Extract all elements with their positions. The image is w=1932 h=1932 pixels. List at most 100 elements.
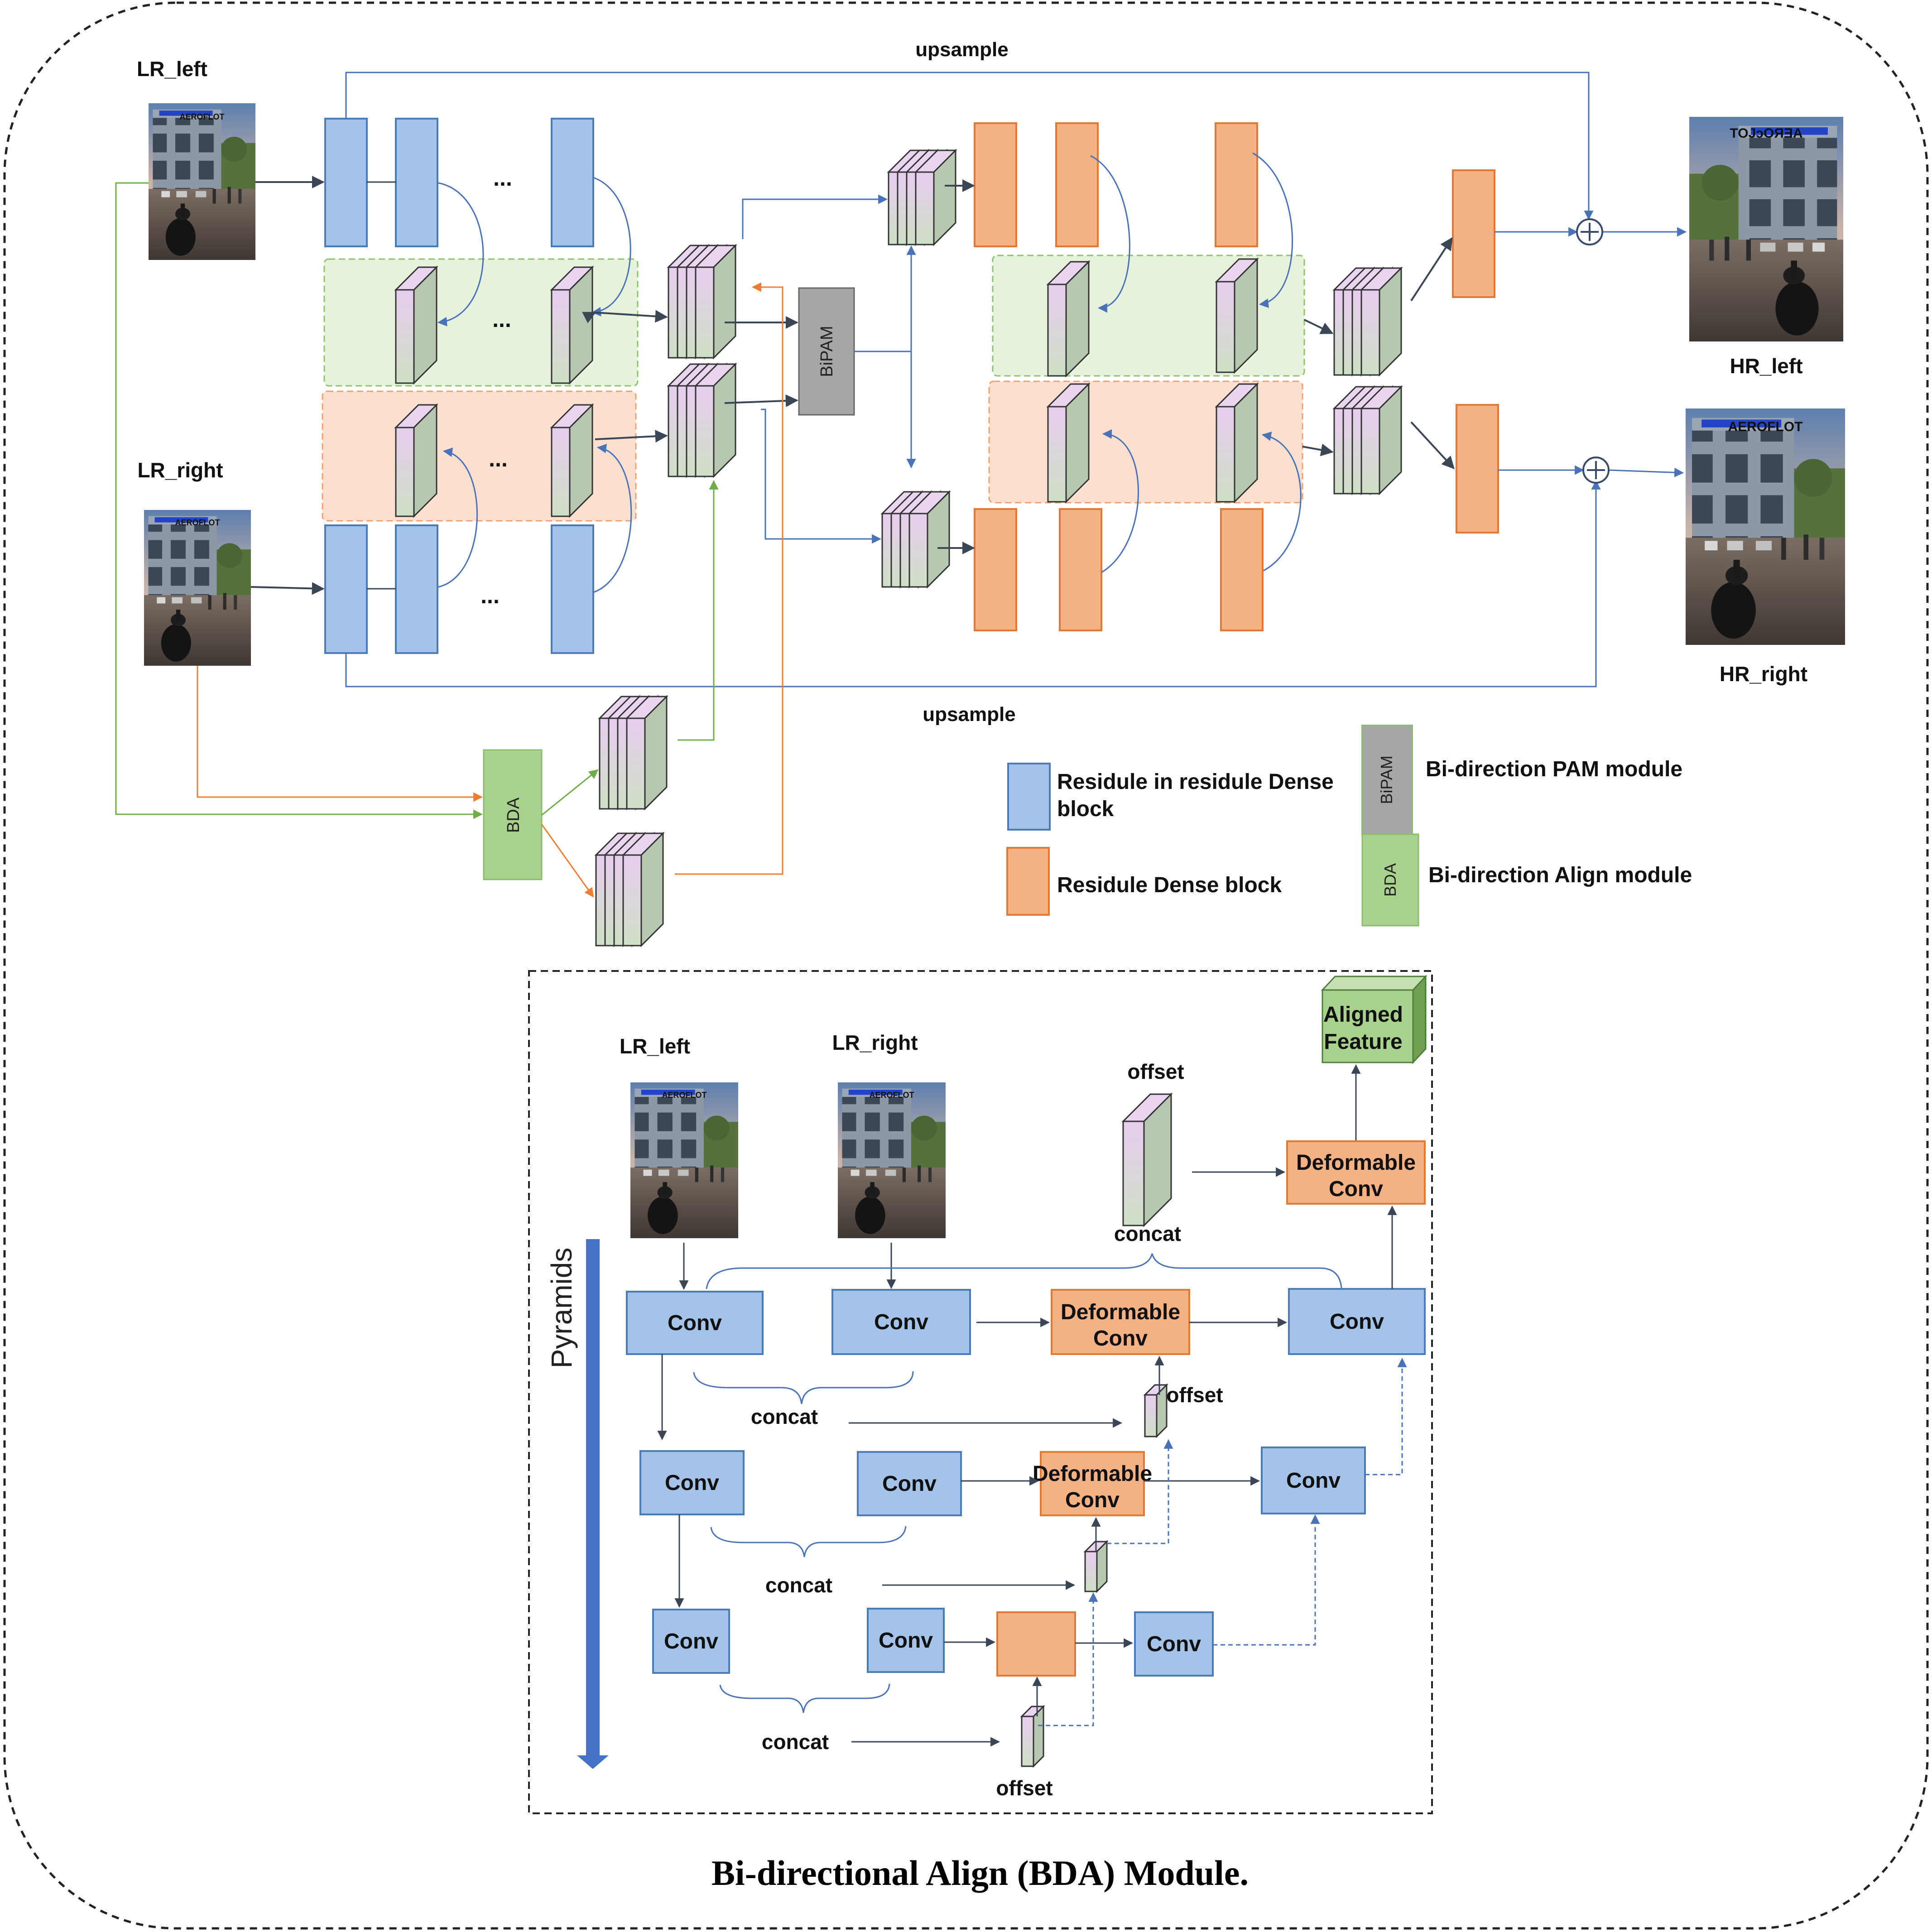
conv-box-l3-out [1134, 1611, 1214, 1677]
concat-brace [710, 1526, 907, 1557]
zone-to-stack-arrow [1302, 443, 1334, 457]
lr-left-photo [149, 103, 255, 260]
pyramid-arrowhead [577, 1755, 609, 1769]
dashed-up-arrow [1107, 1439, 1173, 1544]
slab-front [395, 427, 415, 517]
hr-right-sign: AEROFLOT [1728, 419, 1803, 434]
rrdb-block [395, 524, 438, 654]
stack-to-rdb-arrow [1410, 421, 1455, 470]
hr-left-photo [1689, 117, 1843, 341]
concat-brace [693, 1371, 914, 1404]
rdb-block [1059, 508, 1102, 631]
slab-front [1360, 289, 1380, 376]
slab-side [1156, 1383, 1168, 1438]
rdb-curve-arrow [1101, 429, 1139, 573]
legend-bda-text: Bi-direction Align module [1428, 863, 1692, 887]
slab-front [1122, 1120, 1145, 1226]
rrdb-curve-arrow [437, 182, 484, 327]
slab-front [1084, 1551, 1098, 1592]
rdb-curve-arrow [1252, 152, 1293, 308]
slab-front [551, 427, 571, 517]
legend-rrdb-text: Residule in residule Dense [1057, 770, 1334, 794]
slab-front [626, 717, 646, 810]
rrdb-block [324, 524, 368, 654]
zone-to-stack-arrow [595, 310, 668, 323]
zone-to-stack-arrow [595, 430, 668, 443]
lr-right-to-rrdb-arrow [250, 582, 325, 595]
sum-node [1582, 457, 1610, 484]
rdb-block [1215, 122, 1258, 247]
upsample-bottom-skip [345, 480, 1601, 687]
stack-to-feature-arrow [742, 194, 888, 239]
photo-image [1686, 409, 1845, 645]
rdb-block [1220, 508, 1264, 631]
legend-bipam-text: Bi-direction PAM module [1426, 757, 1682, 781]
slab-front [915, 171, 935, 245]
conv-box-l2-left [639, 1450, 745, 1515]
feature-slab [625, 695, 668, 811]
figure-caption: Bi-directional Align (BDA) Module. [711, 1853, 1249, 1893]
bda-detail-frame [528, 970, 1433, 1814]
ellipsis: ... [481, 583, 500, 608]
feature-slab [1046, 260, 1091, 378]
concat-label: concat [765, 1573, 832, 1597]
photo-image [1689, 117, 1843, 341]
hr-right-photo [1686, 409, 1845, 645]
feature-slab [908, 490, 951, 589]
rdb-block [1452, 169, 1495, 298]
concat-label: concat [751, 1405, 818, 1428]
rdb-curve-arrow [1261, 432, 1302, 572]
feature-slab [1215, 257, 1259, 374]
conv-box-l1-out [1288, 1288, 1426, 1355]
slab-front [395, 289, 415, 384]
slab-front [1360, 408, 1380, 495]
conv-label: Conv [1286, 1469, 1341, 1493]
lr-right-sign: AEROFLOT [175, 518, 220, 527]
feature-slab [694, 244, 737, 360]
lr-right-to-bda-arrow [197, 666, 483, 802]
aligned-to-orange-zone-arrow [678, 480, 719, 741]
rrdb-block [324, 118, 368, 247]
deformable-conv-box [1040, 1451, 1145, 1516]
deformable-conv-label: Conv [1065, 1488, 1120, 1512]
conv-box-l2-out [1261, 1447, 1366, 1514]
lr-left-sign: AEROFLOT [180, 112, 225, 121]
conv-label: Conv [664, 1629, 718, 1653]
feature-slab [394, 403, 438, 518]
aligned-feature-label: Feature [1324, 1030, 1402, 1054]
outer-dashed-frame [3, 1, 1929, 1930]
zone-to-stack-arrow [1304, 319, 1334, 334]
deformable-conv-label: Conv [1329, 1177, 1383, 1201]
conv-box-l1-left [626, 1291, 764, 1355]
deformable-conv-box [1051, 1289, 1190, 1355]
conv-label: Conv [668, 1311, 722, 1335]
slab-front [622, 854, 642, 947]
pyramids-label: Pyramids [545, 1248, 578, 1369]
rrdb-block [551, 524, 594, 654]
concat-label: concat [1114, 1222, 1181, 1245]
rrdb-curve-arrow [591, 177, 631, 317]
concat-brace [719, 1683, 890, 1713]
legend-bda-tag: BDA [1381, 863, 1399, 897]
rrdb-block [395, 118, 438, 247]
offset-label: offset [1127, 1060, 1184, 1083]
deformable-conv-box [1286, 1140, 1426, 1205]
feature-slab [550, 403, 594, 518]
rdb-block [974, 508, 1017, 631]
feature-slab [1143, 1383, 1168, 1438]
bipam-block [798, 287, 855, 416]
slab-front [1216, 281, 1235, 373]
ellipsis: ... [493, 165, 512, 191]
offset-label: offset [996, 1776, 1053, 1800]
sum-to-hr-right-arrow [1608, 467, 1684, 477]
legend-rrdb-swatch [1007, 763, 1051, 831]
conv-box-l3-right [867, 1608, 945, 1673]
photo-image [838, 1082, 946, 1238]
legend-rdb-text: Residule Dense block [1057, 873, 1282, 897]
feature-slab [1046, 382, 1091, 504]
concat-label: concat [762, 1730, 829, 1754]
bda-to-orange-stack-arrow [541, 824, 594, 898]
legend-bipam-swatch [1361, 725, 1413, 835]
rrdb-curve-arrow [593, 443, 632, 593]
feature-slab [1360, 266, 1403, 377]
